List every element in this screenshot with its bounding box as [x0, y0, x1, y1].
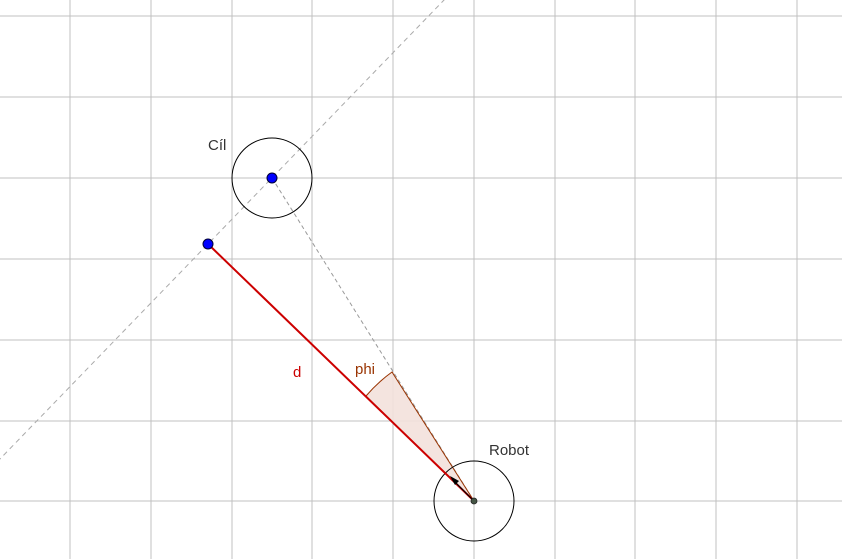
robot-point[interactable] [470, 497, 478, 505]
robot-label: Robot [489, 442, 530, 459]
target-circle[interactable] [231, 137, 313, 219]
target-label: Cíl [208, 137, 226, 154]
robot-circle[interactable] [433, 460, 515, 542]
distance-label: d [293, 364, 301, 381]
robot-heading-arrowhead [450, 476, 459, 485]
dashed-guide-line [0, 0, 445, 460]
distance-end-point[interactable] [202, 238, 214, 250]
angle-label: phi [355, 361, 375, 378]
distance-segment[interactable] [207, 243, 475, 502]
target-point[interactable] [266, 172, 278, 184]
